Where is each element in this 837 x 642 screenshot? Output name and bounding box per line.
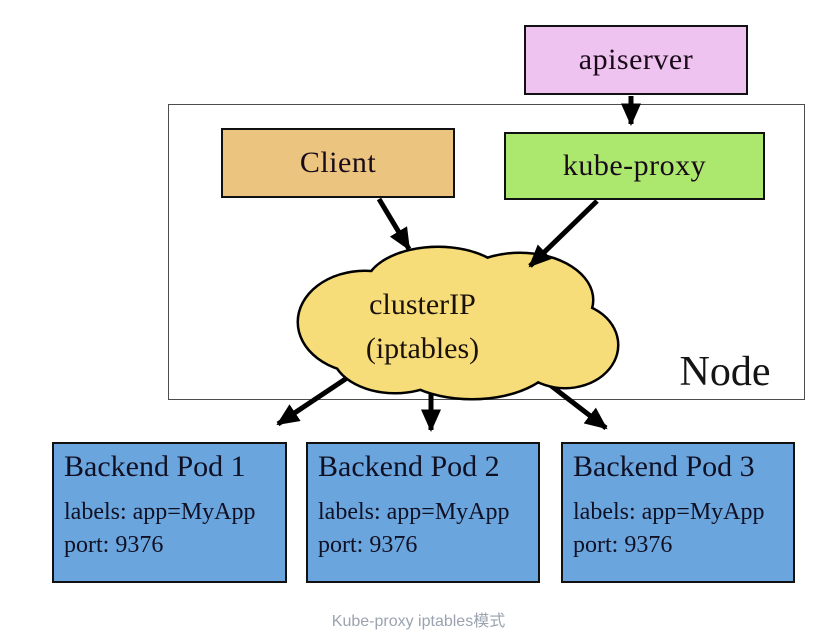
backend-pod-3-labels: labels: app=MyApp [573,499,765,525]
caption: Kube-proxy iptables模式 [331,613,506,630]
client-label: Client [299,146,377,179]
clusterip-label-line2: (iptables) [365,332,480,365]
clusterip-label-line1: clusterIP [369,288,476,321]
clusterip-cloud [296,245,620,401]
arrow-kubeproxy-to-clusterip [528,199,599,268]
backend-pod-2-box: Backend Pod 2 labels: app=MyApp port: 93… [306,442,540,583]
backend-pod-1-port: port: 9376 [64,532,164,558]
backend-pod-2-port: port: 9376 [318,532,418,558]
backend-pod-3-box: Backend Pod 3 labels: app=MyApp port: 93… [561,442,795,583]
backend-pod-2-labels: labels: app=MyApp [318,499,510,525]
apiserver-label: apiserver [578,43,694,76]
apiserver-box: apiserver [524,25,748,95]
backend-pod-3-title: Backend Pod 3 [573,450,755,483]
kube-proxy-label: kube-proxy [562,149,707,182]
node-label: Node [679,349,771,395]
client-box: Client [221,128,455,198]
backend-pod-1-box: Backend Pod 1 labels: app=MyApp port: 93… [52,442,287,583]
backend-pod-2-title: Backend Pod 2 [318,450,500,483]
backend-pod-1-labels: labels: app=MyApp [64,499,256,525]
kube-proxy-box: kube-proxy [504,132,765,200]
arrow-client-to-clusterip [376,197,412,251]
backend-pod-3-port: port: 9376 [573,532,673,558]
backend-pod-1-title: Backend Pod 1 [64,450,246,483]
clusterip-cloud-label: clusterIP (iptables) [310,283,535,371]
